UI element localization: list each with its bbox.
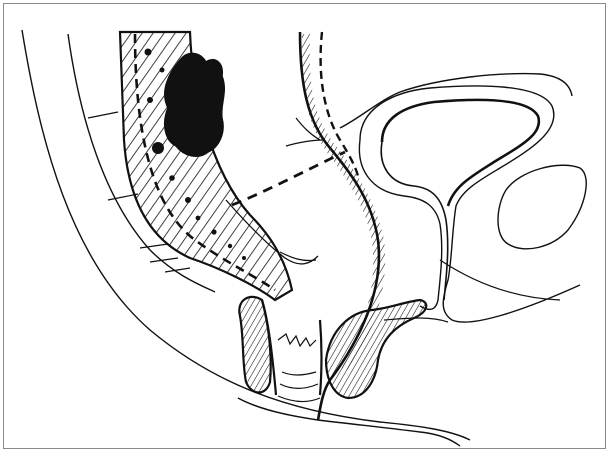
pubic-symphysis: [498, 165, 586, 249]
resection-plane-dashed: [232, 152, 345, 205]
perineal-contour: [238, 398, 460, 446]
bladder-outer: [360, 86, 580, 322]
anal-columns: [278, 334, 320, 402]
tumour-mass: [165, 53, 225, 156]
rectovaginal-septum-fibres: [280, 252, 316, 261]
bladder-inner: [382, 100, 539, 206]
bladder-left-wall-inner: [381, 142, 447, 300]
external-sphincter-right: [326, 300, 426, 398]
anal-canal-right: [320, 320, 322, 395]
external-sphincter-left: [239, 297, 270, 393]
urethra-line: [440, 260, 560, 300]
